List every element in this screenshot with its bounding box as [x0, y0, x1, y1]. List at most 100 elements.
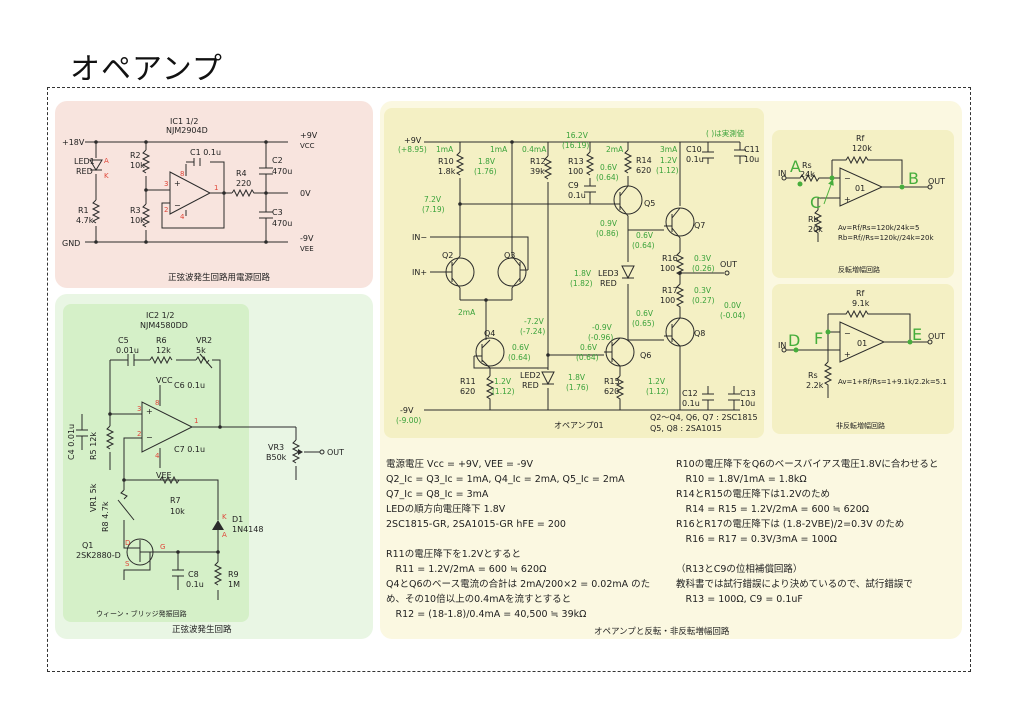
note-line: R11の電圧降下を1.2Vとすると [386, 548, 521, 560]
r5-label: R5 12k [89, 432, 98, 460]
svg-text:+: + [844, 195, 851, 204]
c4-label: C4 0.01u [67, 424, 76, 460]
i-r10: 1mA [436, 145, 454, 154]
psu-gnd-label: GND [62, 239, 80, 248]
r10-label: R10 [438, 157, 454, 166]
noninv-point-f: F [814, 329, 823, 348]
d1-value: 1N4148 [232, 525, 263, 534]
note-line: R14 = R15 = 1.2V/2mA = 600 ≒ 620Ω [676, 504, 869, 515]
svg-text:−: − [844, 329, 851, 338]
noninv-rs-label: Rs [808, 371, 818, 380]
note-line: Q7_Ic = Q8_Ic = 3mA [386, 489, 489, 500]
r16-drop-measured: (0.26) [692, 264, 715, 273]
opamp-plus9: +9V [404, 136, 422, 145]
r15-drop: 1.2V [648, 377, 666, 386]
psu-part-label: NJM2904D [166, 126, 208, 135]
q6-label: Q6 [640, 351, 651, 360]
r1-label: R1 [78, 206, 89, 215]
i-r12: 0.4mA [522, 145, 547, 154]
r11-drop-measured: (1.12) [492, 387, 515, 396]
page-frame [47, 87, 971, 672]
noninverting-panel [772, 284, 954, 434]
q1-value: 2SK2880-D [76, 551, 121, 560]
wien-inner-caption: ウィーン・ブリッジ発振回路 [96, 609, 187, 618]
c8-value: 0.1u [186, 580, 204, 589]
note-line: R16 = R17 = 0.3V/3mA = 100Ω [676, 534, 837, 545]
svg-text:−: − [146, 433, 153, 442]
q1-label: Q1 [82, 541, 93, 550]
psu-pin8: 8 [180, 170, 184, 178]
ic2-pin2: 2 [137, 430, 141, 438]
vr3-label: VR3 [268, 443, 284, 452]
svg-text:+: + [844, 350, 851, 359]
r11-value: 620 [460, 387, 475, 396]
inv-formula-2: Rb=Rf//Rs=120k//24k=20k [838, 234, 934, 242]
q5-label: Q5 [644, 199, 655, 208]
q1-s: S [125, 560, 130, 568]
led2-drop: 1.8V [568, 373, 586, 382]
led3-label: LED3 [598, 269, 619, 278]
r15-drop-measured: (1.12) [646, 387, 669, 396]
opamp-name: オペアンプ01 [554, 421, 604, 430]
q7-vbe: 0.6V [636, 231, 654, 240]
inv-caption: 反転増幅回路 [838, 265, 880, 274]
v-q8b-measured: (-0.96) [588, 333, 613, 342]
noninv-in-label: IN [778, 341, 786, 350]
parts-note-1: Q2〜Q4, Q6, Q7 : 2SC1815 [650, 413, 758, 422]
r3-label: R3 [130, 206, 141, 215]
v-out-measured: (-0.04) [720, 311, 745, 320]
psu-plus9-label: +9V [300, 131, 318, 140]
c13-label: C13 [740, 389, 756, 398]
noninv-out-label: OUT [928, 332, 945, 341]
q8-vbe-measured: (0.65) [632, 319, 655, 328]
r10-drop-measured: (1.76) [474, 167, 497, 176]
ic2-pin4: 4 [155, 452, 160, 460]
vr3-value: B50k [266, 453, 287, 462]
ic2-vcc: VCC [156, 376, 173, 385]
r17-drop: 0.3V [694, 286, 712, 295]
d1-a: A [222, 531, 227, 539]
svg-text:+: + [174, 179, 181, 188]
r12-value: 39k [530, 167, 545, 176]
note-line: め、その10倍以上の0.4mAを流すとすると [386, 593, 571, 605]
q4-vbe: 0.6V [512, 343, 530, 352]
svg-text:+: + [146, 407, 153, 416]
note-line: R11 = 1.2V/2mA = 600 ≒ 620Ω [386, 564, 546, 575]
led3-drop-measured: (1.82) [570, 279, 593, 288]
measured-note: ( )は実測値 [706, 128, 745, 138]
noninv-caption: 非反転増幅回路 [836, 421, 885, 430]
r15-value: 620 [604, 387, 619, 396]
v-out: 0.0V [724, 301, 742, 310]
c9-label: C9 [568, 181, 579, 190]
r7-value: 10k [170, 507, 185, 516]
led1-cathode: K [104, 172, 109, 180]
vr2-value: 5k [196, 346, 206, 355]
page-title: オペアンプ [70, 52, 223, 87]
r16-value: 100 [660, 264, 675, 273]
inv-rf-label: Rf [856, 134, 865, 143]
v-q5b: 7.2V [424, 195, 442, 204]
r14-drop-measured: (1.12) [656, 166, 679, 175]
note-line: 教科書では試行錯誤により決めているので、試行錯誤で [676, 578, 913, 590]
svg-text:−: − [844, 174, 851, 183]
inv-point-c: C [810, 193, 821, 212]
v-rail-measured: (16.19) [562, 141, 589, 150]
noninv-point-e: E [912, 325, 922, 344]
q4-vbe-measured: (0.64) [508, 353, 531, 362]
q1-g: G [160, 543, 165, 551]
c11-value: 10u [744, 155, 759, 164]
note-line: R16とR17の電圧降下は (1.8-2VBE)/2=0.3V のため [676, 518, 904, 530]
opamp-minus9-measured: (-9.00) [396, 416, 421, 425]
vr2-label: VR2 [196, 336, 212, 345]
v-q4b-measured: (-7.24) [520, 327, 545, 336]
q8-vbe: 0.6V [636, 309, 654, 318]
r16-label: R16 [662, 254, 678, 263]
noninv-chip: 01 [857, 339, 867, 348]
r9-label: R9 [228, 570, 239, 579]
r3-value: 10k [130, 216, 145, 225]
note-line: R13 = 100Ω, C9 = 0.1uF [676, 594, 803, 605]
r2-label: R2 [130, 151, 141, 160]
psu-ic-label: IC1 1/2 [170, 117, 198, 126]
